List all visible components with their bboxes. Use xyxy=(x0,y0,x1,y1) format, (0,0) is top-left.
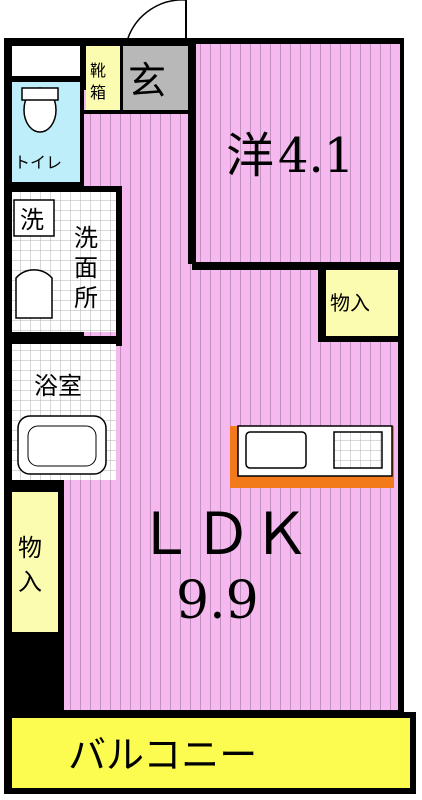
washer-label: 洗 xyxy=(20,206,44,234)
entrance-door-icon xyxy=(127,0,186,39)
bath-label: 浴室 xyxy=(34,372,82,400)
western-room-label: 洋 xyxy=(226,128,274,184)
closet-top-left xyxy=(12,46,80,76)
western-room-size: 4.1 xyxy=(278,128,354,184)
ldk-room xyxy=(64,342,398,710)
western-room xyxy=(196,44,400,262)
washroom-label-1: 洗 xyxy=(74,224,98,252)
ldk-size: 9.9 xyxy=(176,571,259,631)
entrance-label: 玄 xyxy=(128,59,166,103)
storage-left-label-2: 入 xyxy=(18,568,42,596)
inner-walls xyxy=(4,38,400,640)
entrance xyxy=(122,46,188,110)
balcony-label: バルコニー xyxy=(68,733,257,777)
storage-top-label: 物入 xyxy=(330,291,370,315)
washer-icon xyxy=(13,199,55,237)
stove-icon xyxy=(333,431,383,469)
storage-top xyxy=(326,270,398,336)
ldk-label: ＬＤＫ xyxy=(136,500,310,568)
washroom-label-3: 所 xyxy=(74,284,98,312)
shoe-box-label-2: 箱 xyxy=(90,83,106,102)
shoe-box xyxy=(86,46,120,110)
washroom-label-2: 面 xyxy=(74,254,98,282)
bathtub-icon xyxy=(17,415,107,475)
storage-left-label-1: 物 xyxy=(18,534,42,562)
bathtub-inner-icon xyxy=(27,425,97,467)
balcony xyxy=(12,718,410,788)
toilet-tank-icon xyxy=(21,87,59,101)
storage-left xyxy=(12,492,58,632)
toilet-label: トイレ xyxy=(14,153,62,172)
wash-basin-icon xyxy=(15,269,53,319)
shoe-box-label-1: 靴 xyxy=(90,61,106,80)
sink-icon xyxy=(245,431,307,469)
